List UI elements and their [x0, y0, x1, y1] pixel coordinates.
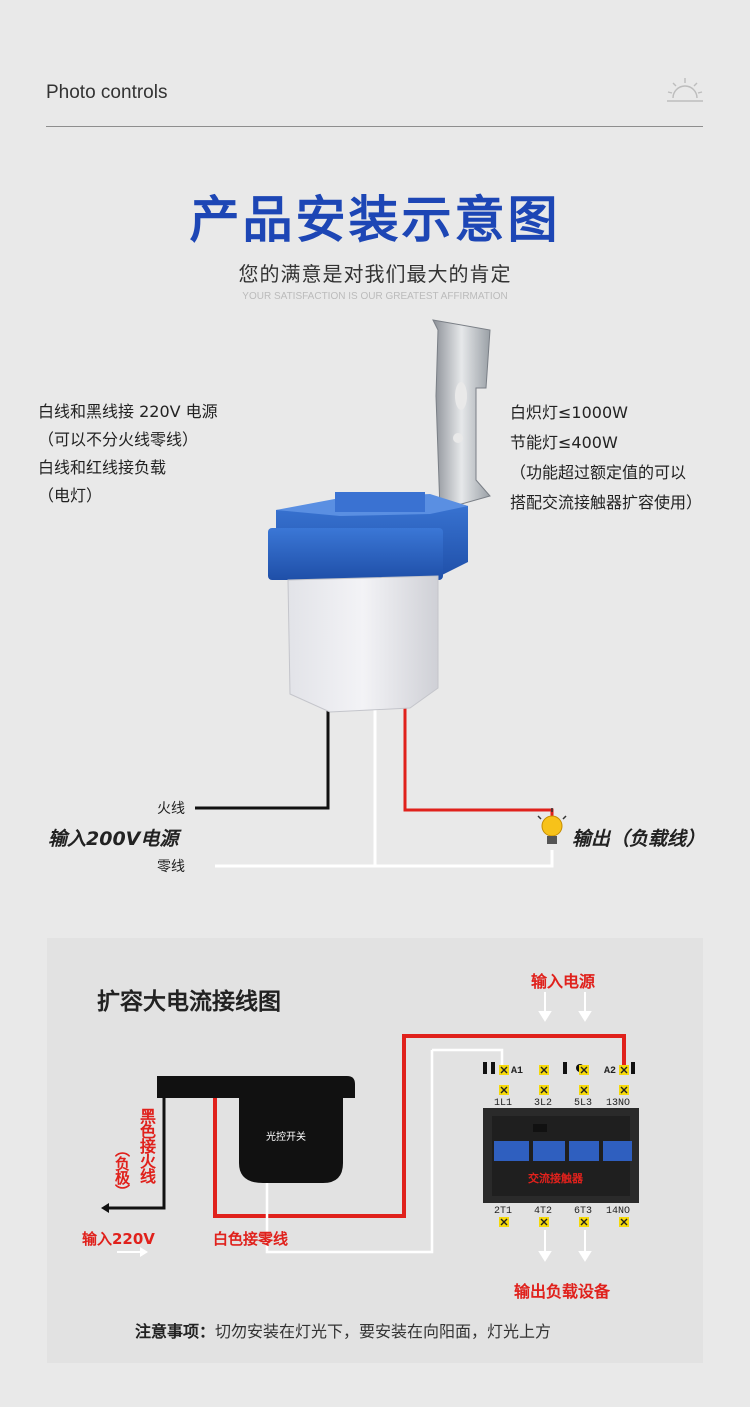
terminal-6t3: 6T3 — [574, 1206, 593, 1217]
terminal-x-icon — [500, 1086, 508, 1094]
terminal-3l2: 3L2 — [534, 1098, 553, 1109]
terminal-x-icon — [580, 1086, 588, 1094]
expansion-diagram — [101, 992, 639, 1262]
negative-label: （负极） — [113, 1142, 131, 1198]
sunrise-icon — [667, 78, 703, 102]
terminal-2t1: 2T1 — [494, 1206, 513, 1217]
input-power-label: 输入电源 — [531, 972, 596, 991]
notice-text: 切勿安装在灯光下，要安装在向阳面，灯光上方 — [215, 1322, 552, 1341]
white-neutral-label: 白色接零线 — [213, 1230, 289, 1248]
input-power-label: 输入200V电源 — [48, 828, 179, 850]
page-title: 产品安装示意图 — [189, 191, 561, 249]
light-bulb-icon — [537, 808, 567, 844]
notice-label: 注意事项： — [135, 1322, 216, 1341]
output-label: 输出（负载线） — [572, 828, 706, 850]
terminal-x-icon — [580, 1066, 588, 1074]
terminal-1l1: 1L1 — [494, 1098, 513, 1109]
note-line: 节能灯≤400W — [510, 433, 618, 452]
subtitle-en: YOUR SATISFACTION IS OUR GREATEST AFFIRM… — [242, 291, 508, 302]
note-line: （电灯） — [38, 486, 103, 505]
terminal-a2: A2 — [604, 1066, 617, 1077]
terminal-x-icon — [620, 1086, 628, 1094]
terminal-5l3: 5L3 — [574, 1098, 593, 1109]
note-line: 白线和红线接负载 — [38, 458, 167, 477]
wire-white — [215, 710, 554, 868]
notice: 注意事项：切勿安装在灯光下，要安装在向阳面，灯光上方 — [135, 1318, 551, 1342]
sensor-body — [287, 575, 439, 713]
contactor-label: 交流接触器 — [528, 1172, 583, 1185]
neutral-wire-label: 零线 — [157, 859, 185, 875]
black-wire-label: 黑色接火线 — [137, 1108, 156, 1183]
subtitle: 您的满意是对我们最大的肯定 — [238, 262, 512, 286]
wire-black — [195, 705, 330, 810]
note-line: （功能超过额定值的可以 — [510, 463, 687, 482]
header-divider — [46, 126, 703, 127]
header-title: Photo controls — [46, 82, 168, 103]
terminal-x-icon — [500, 1066, 508, 1074]
photo-sensor-diagram — [195, 319, 567, 868]
terminal-4t2: 4T2 — [534, 1206, 553, 1217]
right-notes: 白炽灯≤1000W 节能灯≤400W （功能超过额定值的可以 搭配交流接触器扩容… — [510, 398, 702, 518]
terminal-x-icon — [620, 1066, 628, 1074]
contactor-body — [483, 1108, 639, 1203]
switch-label: 光控开关 — [266, 1132, 306, 1143]
note-line: 白炽灯≤1000W — [510, 403, 628, 422]
input-arrows — [538, 992, 592, 1022]
metal-bracket — [432, 319, 491, 511]
note-line: （可以不分火线零线） — [38, 430, 199, 449]
left-notes: 白线和黑线接 220V 电源 （可以不分火线零线） 白线和红线接负载 （电灯） — [38, 398, 218, 510]
terminal-x-icon — [620, 1218, 628, 1226]
output-device-label: 输出负载设备 — [514, 1282, 611, 1301]
light-switch-unit — [157, 1076, 355, 1183]
terminal-x-icon — [540, 1086, 548, 1094]
white-wire — [265, 1050, 434, 1254]
terminal-x-icon — [540, 1066, 548, 1074]
live-wire-label: 火线 — [157, 801, 185, 817]
output-arrows — [538, 1230, 592, 1262]
terminal-markers — [499, 1065, 629, 1227]
input-220-label: 输入220V — [82, 1230, 155, 1248]
note-line: 搭配交流接触器扩容使用） — [510, 493, 703, 512]
sensor-cap — [268, 492, 468, 580]
note-line: 白线和黑线接 220V 电源 — [38, 402, 218, 421]
terminal-x-icon — [500, 1218, 508, 1226]
terminal-14no: 14NO — [606, 1206, 631, 1217]
red-wire — [213, 1034, 626, 1218]
terminal-13no: 13NO — [606, 1098, 631, 1109]
wire-red — [403, 705, 554, 820]
expansion-title: 扩容大电流接线图 — [97, 989, 281, 1015]
terminal-x-icon — [580, 1218, 588, 1226]
terminal-x-icon — [540, 1218, 548, 1226]
terminal-a1: A1 — [511, 1066, 524, 1077]
black-wire — [109, 1098, 166, 1210]
